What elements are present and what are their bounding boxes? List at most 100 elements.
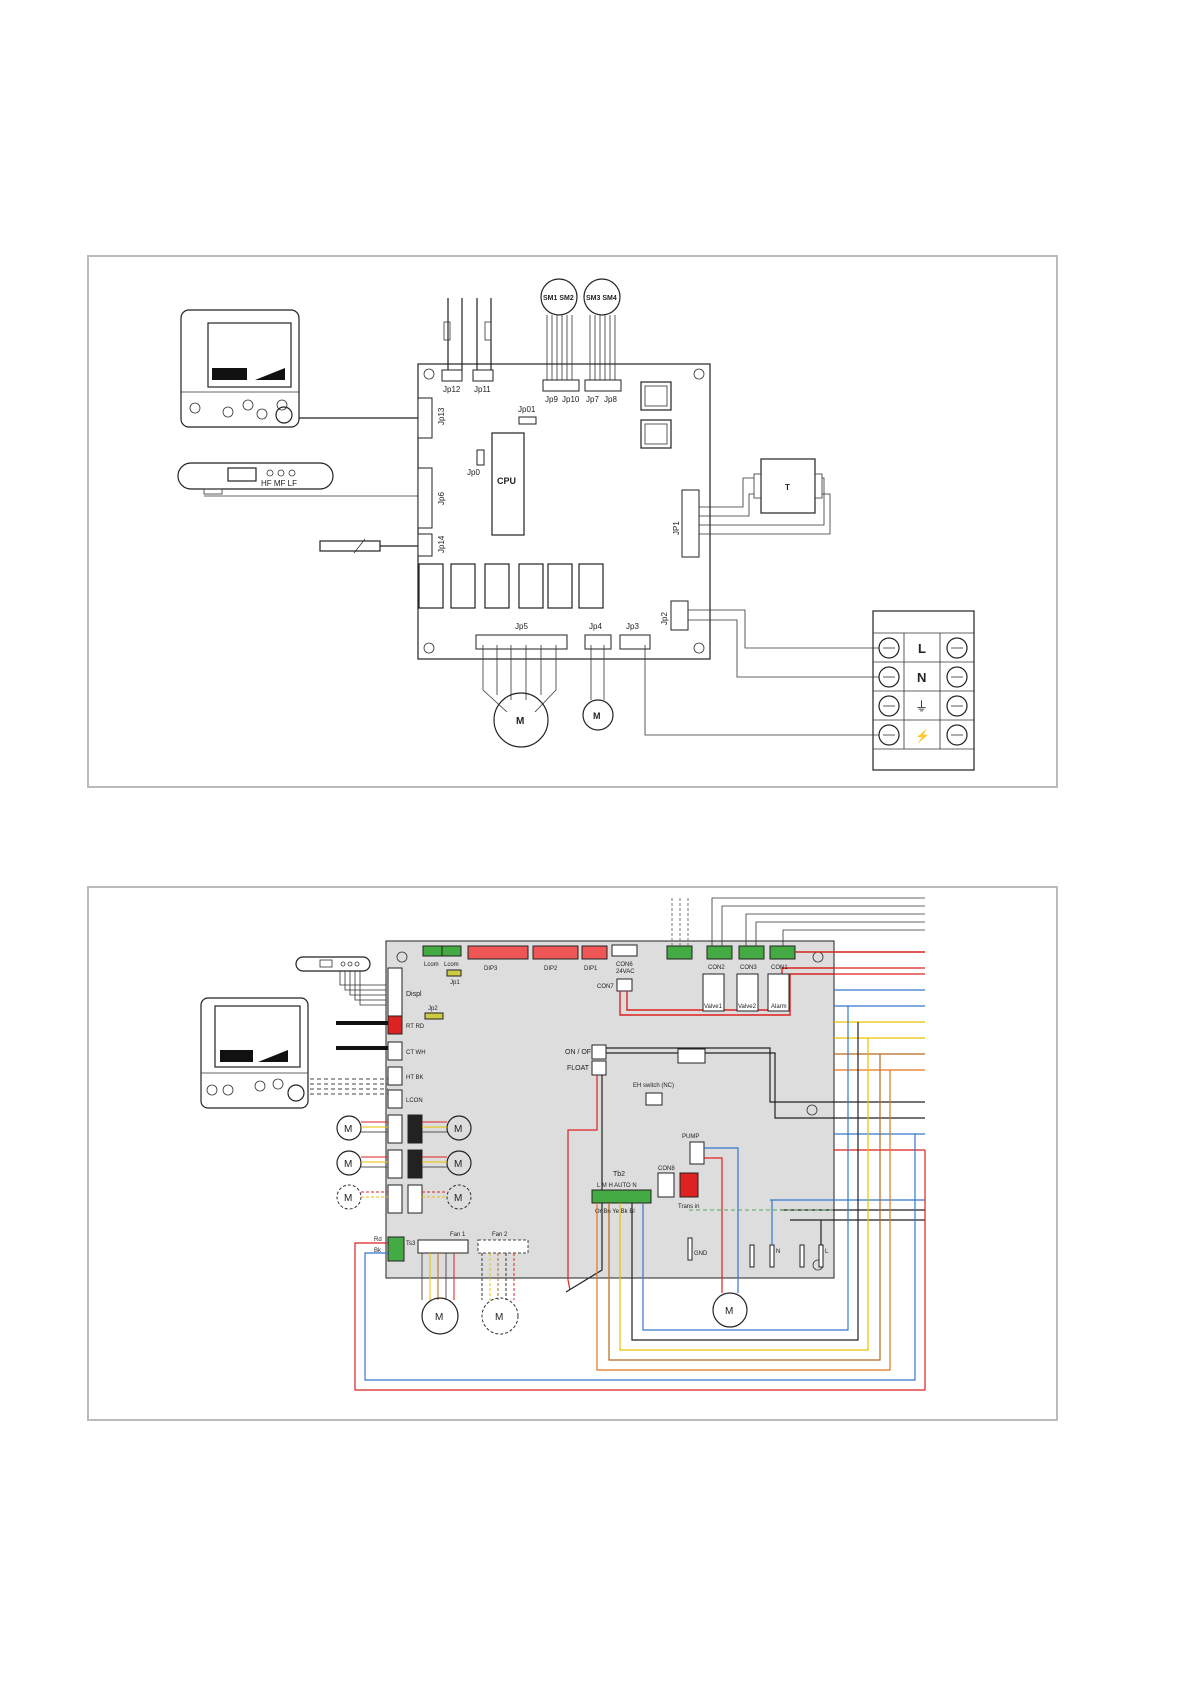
lcom1-label: Lcom: [424, 962, 439, 968]
con6-voltage: 24VAC: [616, 969, 635, 975]
jp2-connector: [670, 600, 689, 631]
jp6-label: Jp6: [437, 492, 446, 505]
jp3-connector: [619, 634, 651, 650]
valve2-label: Valve2: [738, 1004, 757, 1010]
wall-controller-2: [200, 997, 388, 1109]
ct-connector: [387, 1041, 403, 1061]
ir-receiver: HF MF LF: [177, 462, 418, 497]
con3-label: CON3: [740, 965, 757, 971]
motor-label-1: M: [344, 1124, 352, 1135]
ct-label: CT WH: [406, 1050, 426, 1056]
tb2-label: Tb2: [613, 1171, 625, 1178]
jp1-label-2: Jp1: [450, 980, 460, 986]
pipe-sensor: [319, 538, 426, 554]
sm12-label: SM1 SM2: [543, 295, 574, 302]
fan2-connector: [477, 1239, 529, 1254]
jp12-label: Jp12: [443, 385, 461, 394]
fan1-motor-label: M: [435, 1312, 443, 1323]
rd-label: Rd: [374, 1237, 382, 1243]
con1-label: CON1: [771, 965, 788, 971]
displ-label: Displ: [406, 991, 422, 998]
power-terminal-block: L N ⏚ ⚡: [872, 610, 975, 771]
jp14-connector: [417, 533, 433, 557]
dip2-label: DIP2: [544, 966, 558, 972]
motor-label-3: M: [344, 1159, 352, 1170]
transformer-label: T: [785, 483, 790, 492]
sm34-label: SM3 SM4: [586, 295, 617, 302]
stepper-motors-2: SM3 SM4 Jp7 Jp8: [583, 278, 622, 404]
rj-connector-1: [640, 381, 672, 411]
jp12-sensor: Jp12: [441, 298, 463, 394]
motor-label-4: M: [454, 1159, 462, 1170]
fan-motor-label: M: [516, 716, 524, 727]
diagram-1-frame: [87, 255, 1058, 788]
relay-bank: [418, 563, 604, 609]
jp2-label-2: Jp2: [428, 1006, 438, 1012]
jp7-label: Jp7: [586, 395, 599, 404]
tb2-wires: Or Bn Ye Bk Bl: [595, 1209, 635, 1215]
diagram-1: HF MF LF Jp12 Jp11: [87, 255, 1058, 788]
jp9-label: Jp9: [545, 395, 558, 404]
dip1-label: DIP1: [584, 966, 598, 972]
pump-label: PUMP: [682, 1134, 699, 1140]
lcom2-label: Lcom: [444, 962, 459, 968]
dip3-label: DIP3: [484, 966, 498, 972]
rt-connector: [387, 1015, 403, 1035]
ir-receiver-2: [295, 956, 386, 1006]
ht-label: HT BK: [406, 1075, 424, 1081]
jp4-connector: [584, 634, 612, 650]
alarm-label: Alarm: [771, 1004, 787, 1010]
jp1-label: JP1: [672, 521, 681, 535]
wall-controller: [180, 309, 418, 428]
lcon-connector: [387, 1089, 403, 1109]
n-label: N: [776, 1249, 780, 1255]
pump-motor-1: M: [582, 645, 614, 731]
jp11-sensor: Jp11: [472, 298, 494, 394]
jp5-connector: [475, 634, 568, 650]
control-board: [385, 940, 835, 1279]
jp10-label: Jp10: [562, 395, 580, 404]
jp6-connector: [417, 467, 433, 529]
dip3-switch: [467, 945, 529, 960]
eh-switch-label: EH switch (NC): [633, 1083, 674, 1089]
jp11-label: Jp11: [474, 385, 491, 394]
gnd-label: GND: [694, 1251, 708, 1257]
displ-connector: [387, 967, 403, 1019]
terminal-signal-label: ⚡: [915, 729, 930, 743]
float-label: FLOAT: [567, 1065, 590, 1072]
l-label: L: [825, 1249, 829, 1255]
onoff-label: ON / OFF: [565, 1049, 595, 1056]
fan1-connector: [417, 1239, 469, 1254]
transin-label: Trans in: [678, 1204, 699, 1210]
bk-label: Bk: [374, 1248, 382, 1254]
rj-connector-2: [640, 419, 672, 449]
dip2-switch: [532, 945, 579, 960]
fan2-motor-label: M: [495, 1312, 503, 1323]
jp14-label: Jp14: [437, 535, 446, 553]
stepper-motors-1: SM1 SM2 Jp9 Jp10: [540, 278, 580, 404]
pump-motor-label: M: [593, 711, 601, 721]
dip1-switch: [581, 945, 608, 960]
tb2-terms: L M H AUTO N: [597, 1183, 637, 1189]
jp0-label: Jp0: [467, 468, 480, 477]
jp1-connector: [681, 489, 700, 558]
fan2-label: Fan 2: [492, 1232, 508, 1238]
terminal-earth-label: ⏚: [915, 699, 928, 714]
cpu-label: CPU: [497, 476, 516, 486]
diagram-2: Displ Lcom Lcom Jp1 DIP3 DIP2: [87, 886, 1058, 1421]
jp5-label: Jp5: [515, 622, 528, 631]
fan1-label: Fan 1: [450, 1232, 466, 1238]
diagram-2-frame: [87, 886, 1058, 1421]
terminal-l-label: L: [918, 641, 926, 656]
fan-motor: M: [482, 645, 557, 748]
jp2-label: Jp2: [660, 612, 669, 625]
motor-label-6: M: [454, 1193, 462, 1204]
lcon-label: LCON: [406, 1098, 423, 1104]
jp13-connector: [417, 397, 433, 439]
jp4-label: Jp4: [589, 622, 602, 631]
jp01-label: Jp01: [518, 405, 536, 414]
jp3-label: Jp3: [626, 622, 639, 631]
motor-label-2: M: [454, 1124, 462, 1135]
jp13-label: Jp13: [437, 407, 446, 425]
